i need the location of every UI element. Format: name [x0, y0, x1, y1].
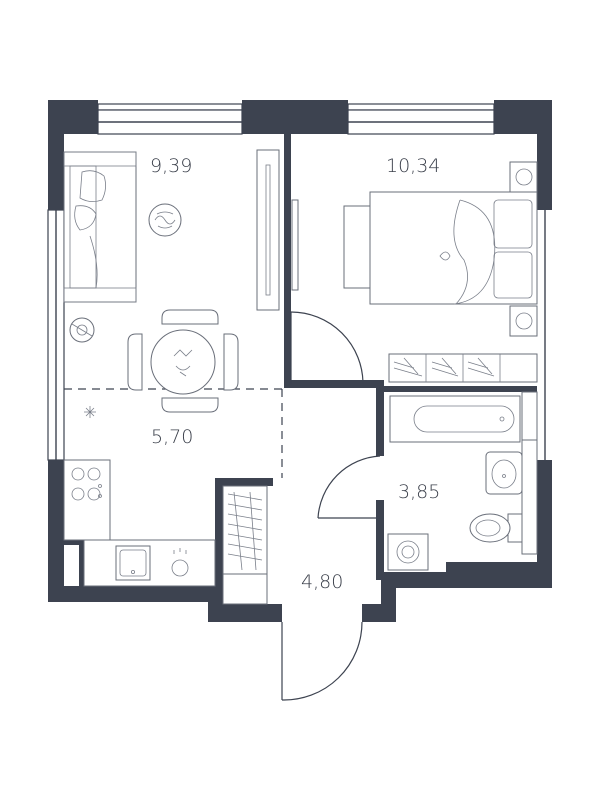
- wardrobe: [388, 353, 538, 383]
- living-room-area-label: 9,39: [150, 155, 192, 177]
- bathtub: [389, 395, 521, 443]
- washing-machine: [387, 533, 429, 571]
- kitchen-area-label: 5,70: [151, 426, 193, 448]
- nightstand-bottom: [509, 305, 538, 337]
- doors: [281, 311, 384, 701]
- sofa: [63, 151, 137, 303]
- plant-icon: [148, 203, 182, 237]
- dining-table: [127, 309, 239, 413]
- bathroom-area-label: 3,85: [398, 481, 440, 503]
- hallway-area-label: 4,80: [301, 571, 343, 593]
- interior-walls: [64, 134, 537, 604]
- bedroom-area-label: 10,34: [386, 155, 440, 177]
- toilet: [469, 513, 523, 543]
- bedroom-furniture: [291, 161, 538, 383]
- hallway-wardrobe: [222, 485, 268, 605]
- nightstand-top: [509, 161, 538, 193]
- zone-dividers: [64, 388, 284, 478]
- sink: [485, 451, 523, 495]
- living-furniture: [63, 149, 280, 413]
- mirror: [291, 199, 299, 291]
- kitchen-furniture: [63, 406, 216, 587]
- hood-icon: [84, 406, 96, 418]
- bed: [369, 191, 538, 305]
- bathroom-furniture: [387, 391, 538, 572]
- windows: [47, 100, 552, 602]
- tv-unit: [256, 149, 280, 311]
- lamp-icon: [69, 317, 95, 343]
- faucet-icon: [171, 548, 189, 577]
